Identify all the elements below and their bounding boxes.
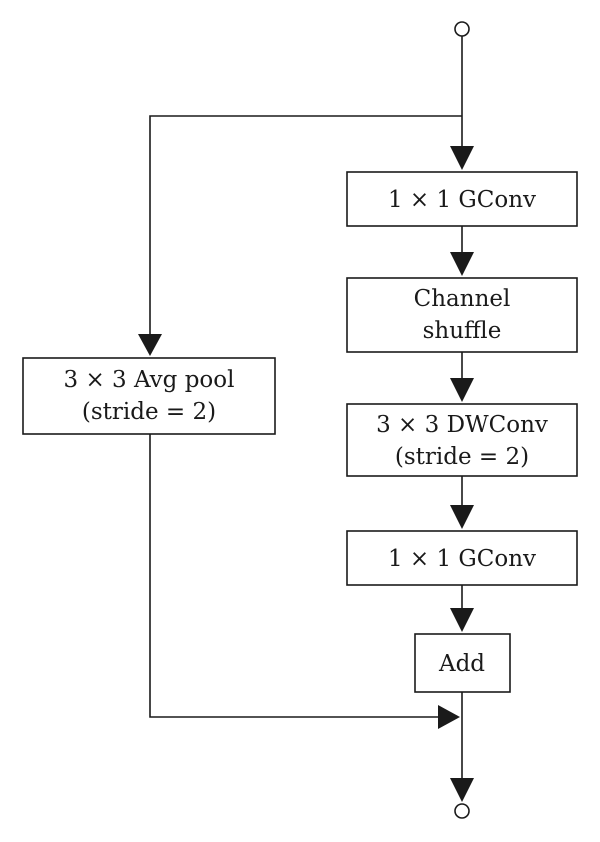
output-terminal (454, 803, 470, 819)
avg-pool-label-line1: 3 × 3 Avg pool (64, 367, 235, 393)
dwconv-label-line2: (stride = 2) (395, 444, 529, 470)
avg-pool-box (22, 357, 276, 435)
arrow-shortcut-merge (438, 705, 460, 729)
arrow-to-add (450, 608, 474, 632)
channel-shuffle-label-line1: Channel (414, 286, 511, 312)
gconv-bottom-box (346, 530, 578, 586)
input-terminal (454, 21, 470, 37)
arrow-to-avg-pool (138, 334, 162, 356)
dwconv-box (346, 403, 578, 477)
avg-pool-label-line2: (stride = 2) (82, 399, 216, 425)
arrow-to-gconv-bottom (450, 505, 474, 529)
channel-shuffle-label-line2: shuffle (423, 318, 502, 344)
arrow-to-output (450, 778, 474, 802)
gconv-top-label: 1 × 1 GConv (388, 187, 536, 213)
dwconv-label-line1: 3 × 3 DWConv (376, 412, 548, 438)
shortcut-return-wire (149, 434, 438, 718)
gconv-bottom-label: 1 × 1 GConv (388, 546, 536, 572)
gconv-top-box (346, 171, 578, 227)
arrow-to-dwconv (450, 378, 474, 402)
shortcut-branch-wire (149, 115, 462, 334)
arrow-to-channel-shuffle (450, 252, 474, 276)
add-box (414, 633, 511, 693)
arrow-to-gconv-top (450, 146, 474, 170)
add-label: Add (438, 651, 485, 677)
